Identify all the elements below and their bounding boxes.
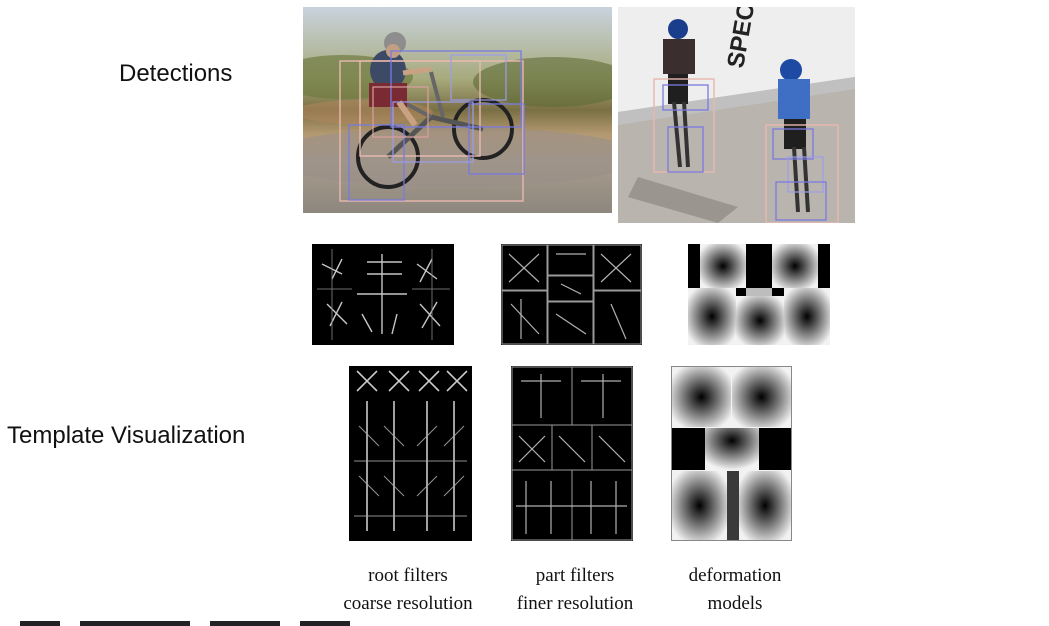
person-part-filters: [511, 366, 633, 541]
caption-deformation-models-line2: models: [707, 593, 763, 614]
template-visualization-label: Template Visualization: [7, 422, 246, 449]
caption-root-filters-line1: root filters: [368, 565, 448, 586]
bicycle-root-filter: [312, 244, 454, 345]
caption-root-filters: root filters coarse resolution: [330, 562, 486, 618]
caption-root-filters-line2: coarse resolution: [343, 593, 473, 614]
person-root-filter: [349, 366, 472, 541]
bicycle-deformation-models: [688, 244, 830, 345]
person-deformation-models: [671, 366, 792, 541]
clipped-title-remnant: [110, 0, 630, 4]
caption-part-filters: part filters finer resolution: [500, 562, 650, 618]
bicycle-part-filters: [501, 244, 642, 345]
caption-deformation-models-line1: deformation: [688, 565, 782, 586]
photo-track-cyclists: SPECIALIZED: [618, 7, 855, 223]
detections-label: Detections: [119, 60, 233, 87]
photo-mountain-biker: [303, 7, 612, 213]
caption-part-filters-line2: finer resolution: [516, 593, 634, 614]
caption-part-filters-line1: part filters: [535, 565, 615, 586]
clipped-footer-remnant: [20, 618, 360, 626]
caption-deformation-models: deformation models: [665, 562, 805, 618]
